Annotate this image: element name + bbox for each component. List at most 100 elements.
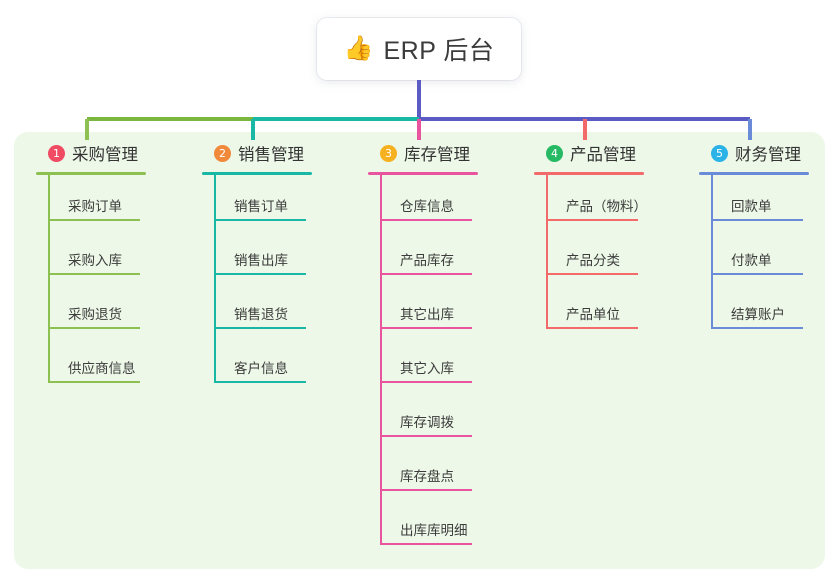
branch-stem <box>711 175 713 329</box>
branch-header-3[interactable]: 3 库存管理 <box>368 140 478 166</box>
branch-column-2: 2 销售管理销售订单销售出库销售退货客户信息 <box>202 140 312 391</box>
branch-column-4: 4 产品管理产品（物料） 产品分类产品单位 <box>534 140 647 337</box>
branch-item-underline <box>546 327 638 329</box>
branch-underline <box>368 172 478 175</box>
branch-underline <box>699 172 809 175</box>
branch-item-underline <box>711 327 803 329</box>
branch-item-label: 采购订单 <box>68 199 122 214</box>
branch-item[interactable]: 库存调拨 <box>368 391 478 445</box>
branch-badge-icon: 2 <box>214 144 231 162</box>
branch-items: 销售订单销售出库销售退货客户信息 <box>202 175 312 391</box>
branch-title: 产品管理 <box>570 146 636 164</box>
branch-item-label: 库存调拨 <box>400 415 454 430</box>
branch-item[interactable]: 销售出库 <box>202 229 312 283</box>
root-node[interactable]: 👍 ERP 后台 <box>317 18 521 80</box>
root-node-label: ERP 后台 <box>383 37 495 65</box>
branch-item-underline <box>48 273 140 275</box>
branch-column-5: 5 财务管理回款单付款单结算账户 <box>699 140 809 337</box>
branch-item-label: 销售退货 <box>234 307 288 322</box>
branch-items: 仓库信息产品库存其它出库其它入库库存调拨库存盘点出库库明细 <box>368 175 478 553</box>
branches-panel <box>14 132 825 569</box>
branch-item[interactable]: 客户信息 <box>202 337 312 391</box>
branch-item[interactable]: 结算账户 <box>699 283 809 337</box>
branch-badge-icon: 5 <box>711 144 728 162</box>
branch-item-underline <box>380 273 472 275</box>
branch-header-2[interactable]: 2 销售管理 <box>202 140 312 166</box>
branch-item-label: 库存盘点 <box>400 469 454 484</box>
branch-item-underline <box>214 273 306 275</box>
branch-item-label: 采购退货 <box>68 307 122 322</box>
branch-item-underline <box>380 219 472 221</box>
branch-title: 采购管理 <box>72 146 138 164</box>
branch-item[interactable]: 产品单位 <box>534 283 644 337</box>
branch-item-underline <box>48 327 140 329</box>
branch-item[interactable]: 产品分类 <box>534 229 644 283</box>
branch-item-underline <box>380 381 472 383</box>
branch-badge-icon: 1 <box>48 144 65 162</box>
branch-stem <box>546 175 548 329</box>
branch-item-underline <box>380 327 472 329</box>
branch-item-underline <box>380 435 472 437</box>
branch-item-label: 其它出库 <box>400 307 454 322</box>
branch-items: 产品（物料） 产品分类产品单位 <box>534 175 647 337</box>
branch-item-underline <box>711 273 803 275</box>
branch-item-underline <box>380 543 472 545</box>
branch-header-1[interactable]: 1 采购管理 <box>36 140 146 166</box>
branch-title: 库存管理 <box>404 146 470 164</box>
branch-item-label: 仓库信息 <box>400 199 454 214</box>
branch-item-label: 产品库存 <box>400 253 454 268</box>
branch-item[interactable]: 付款单 <box>699 229 809 283</box>
branch-item[interactable]: 其它入库 <box>368 337 478 391</box>
branch-item-label: 客户信息 <box>234 361 288 376</box>
branch-item-label: 付款单 <box>731 253 772 268</box>
branch-item-label: 出库库明细 <box>400 523 468 538</box>
branch-underline <box>202 172 312 175</box>
branch-item-label: 结算账户 <box>731 307 785 322</box>
branch-item-label: 其它入库 <box>400 361 454 376</box>
branch-item[interactable]: 库存盘点 <box>368 445 478 499</box>
branch-item-label: 销售出库 <box>234 253 288 268</box>
branch-item-label: 供应商信息 <box>68 361 136 376</box>
thumbs-up-icon: 👍 <box>343 35 374 62</box>
branch-underline <box>36 172 146 175</box>
branch-stem <box>214 175 216 383</box>
branch-item-underline <box>214 219 306 221</box>
branch-item-underline <box>48 219 140 221</box>
branch-item[interactable]: 其它出库 <box>368 283 478 337</box>
branch-items: 采购订单采购入库采购退货供应商信息 <box>36 175 146 391</box>
branch-item-label: 销售订单 <box>234 199 288 214</box>
branch-badge-icon: 4 <box>546 144 563 162</box>
branch-item-label: 采购入库 <box>68 253 122 268</box>
branch-item-underline <box>48 381 140 383</box>
branch-item-label: 产品分类 <box>566 253 620 268</box>
branch-item[interactable]: 产品库存 <box>368 229 478 283</box>
branch-items: 回款单付款单结算账户 <box>699 175 809 337</box>
branch-item[interactable]: 产品（物料） <box>534 175 647 229</box>
branch-item-underline <box>380 489 472 491</box>
branch-item-underline <box>546 273 638 275</box>
branch-item-underline <box>546 219 638 221</box>
branch-item-underline <box>214 381 306 383</box>
branch-item[interactable]: 销售订单 <box>202 175 312 229</box>
branch-item-label: 产品（物料） <box>566 199 647 214</box>
branch-header-4[interactable]: 4 产品管理 <box>534 140 644 166</box>
branch-item[interactable]: 采购订单 <box>36 175 146 229</box>
branch-badge-icon: 3 <box>380 144 397 162</box>
branch-item[interactable]: 仓库信息 <box>368 175 478 229</box>
branch-title: 财务管理 <box>735 146 801 164</box>
branch-item[interactable]: 销售退货 <box>202 283 312 337</box>
branch-item[interactable]: 回款单 <box>699 175 809 229</box>
branch-item-underline <box>214 327 306 329</box>
branch-column-3: 3 库存管理仓库信息产品库存其它出库其它入库库存调拨库存盘点出库库明细 <box>368 140 478 553</box>
branch-column-1: 1 采购管理采购订单采购入库采购退货供应商信息 <box>36 140 146 391</box>
branch-title: 销售管理 <box>238 146 304 164</box>
branch-stem <box>48 175 50 383</box>
branch-header-5[interactable]: 5 财务管理 <box>699 140 809 166</box>
branch-item-label: 回款单 <box>731 199 772 214</box>
branch-item[interactable]: 出库库明细 <box>368 499 478 553</box>
branch-item[interactable]: 供应商信息 <box>36 337 146 391</box>
branch-stem <box>380 175 382 545</box>
branch-item[interactable]: 采购退货 <box>36 283 146 337</box>
branch-item[interactable]: 采购入库 <box>36 229 146 283</box>
branch-item-underline <box>711 219 803 221</box>
